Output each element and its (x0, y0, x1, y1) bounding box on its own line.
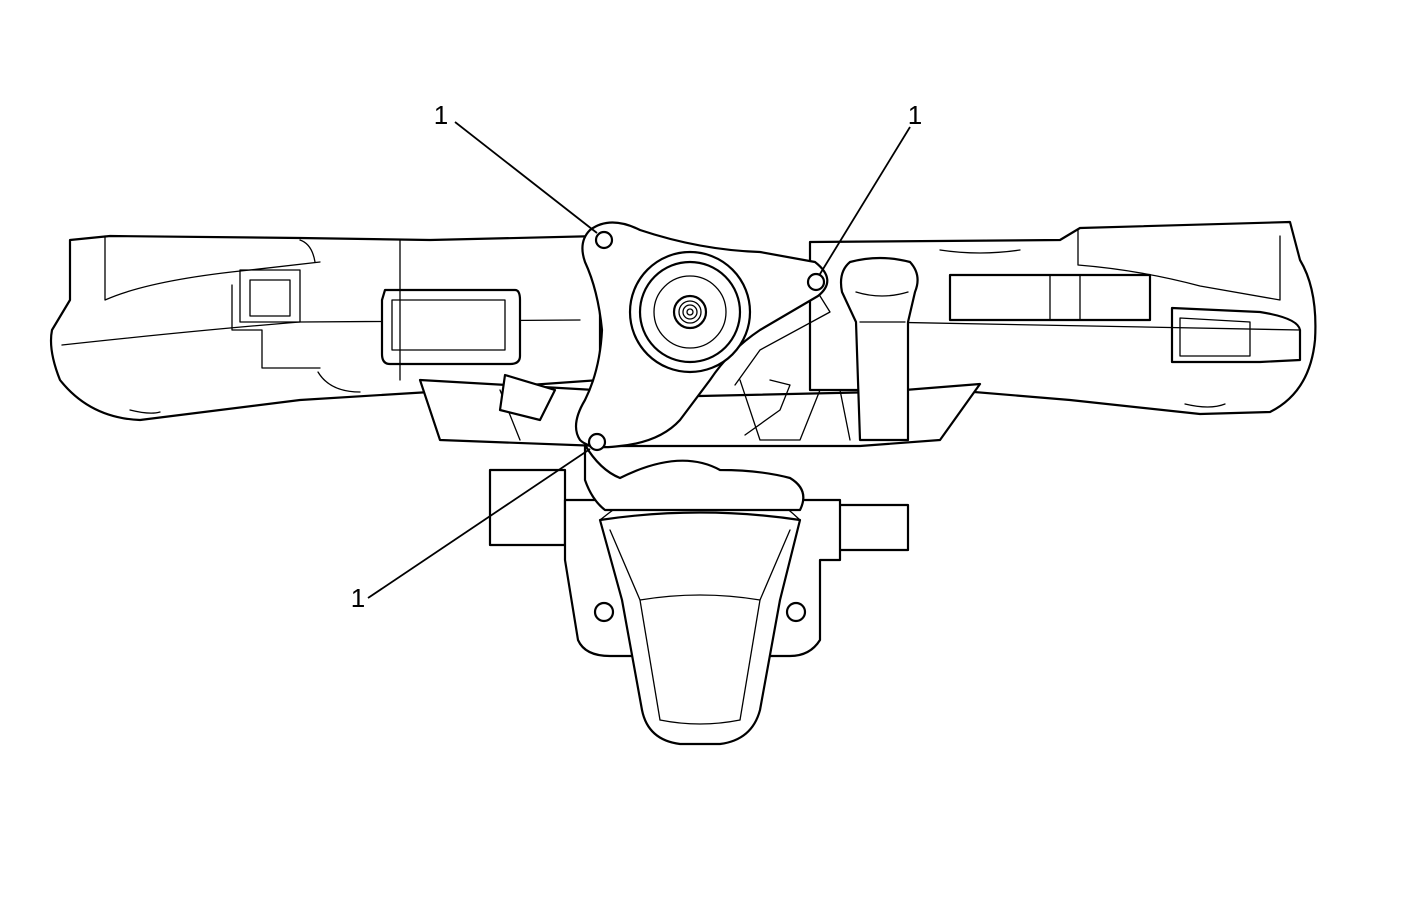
callout-leader-c1 (454, 121, 598, 234)
right-bolt-hole (806, 272, 826, 292)
left-housing-arm (49, 234, 602, 422)
callout-label-c2: 1 (908, 100, 922, 130)
right-clamp-post (839, 256, 919, 442)
lower-housing (418, 373, 982, 448)
lower-bolt-hole (587, 432, 607, 452)
steering-shaft-bearing (628, 250, 752, 374)
upper-left-bolt-hole (594, 230, 614, 250)
right-housing-arm (808, 220, 1317, 416)
callout-leader-c2 (819, 126, 911, 275)
callout-leader-c3 (367, 448, 591, 599)
callout-label-c1: 1 (434, 100, 448, 130)
callout-label-c3: 1 (351, 583, 365, 613)
column-shroud (598, 469, 802, 746)
